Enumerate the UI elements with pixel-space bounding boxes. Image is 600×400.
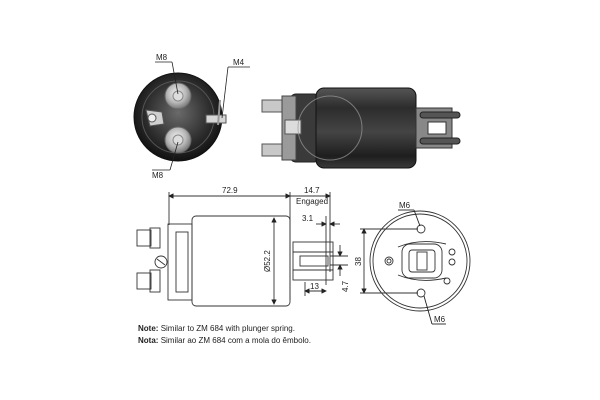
label-top-terminal: M8: [156, 53, 168, 62]
dim-plunger-state: Engaged: [296, 197, 328, 206]
note-english-text: Similar to ZM 684 with plunger spring.: [160, 324, 295, 333]
side-view-photo: [261, 87, 461, 169]
note-portuguese-text: Similar ao ZM 684 com a mola do êmbolo.: [160, 336, 311, 345]
end-view-photo: M8 M4 M8: [133, 53, 250, 180]
label-bottom-hole: M6: [434, 315, 446, 324]
side-view-dimension-labels: 72.9 14.7 Engaged 3.1 13 4.7 Ø52.2: [222, 186, 350, 292]
front-view-drawing: [360, 209, 471, 325]
note-portuguese: Nota: Similar ao ZM 684 com a mola do êm…: [138, 336, 311, 345]
note-english: Note: Similar to ZM 684 with plunger spr…: [138, 324, 295, 333]
dim-slot-offset: 3.1: [302, 214, 314, 223]
label-bottom-terminal: M8: [152, 171, 164, 180]
label-small-terminal: M4: [233, 58, 245, 67]
dim-overall-length: 72.9: [222, 186, 238, 195]
dim-plunger-travel: 14.7: [304, 186, 320, 195]
side-view-drawing: [136, 192, 348, 307]
note-english-label: Note:: [138, 324, 159, 333]
dim-slot-length: 13: [310, 282, 319, 291]
dim-slot-width: 4.7: [341, 280, 350, 292]
dim-body-diameter: Ø52.2: [263, 250, 272, 272]
front-view-labels: M6 M6 38: [354, 201, 446, 324]
label-top-hole: M6: [399, 201, 411, 210]
note-portuguese-label: Nota:: [138, 336, 159, 345]
dim-mount-spacing: 38: [354, 257, 363, 266]
